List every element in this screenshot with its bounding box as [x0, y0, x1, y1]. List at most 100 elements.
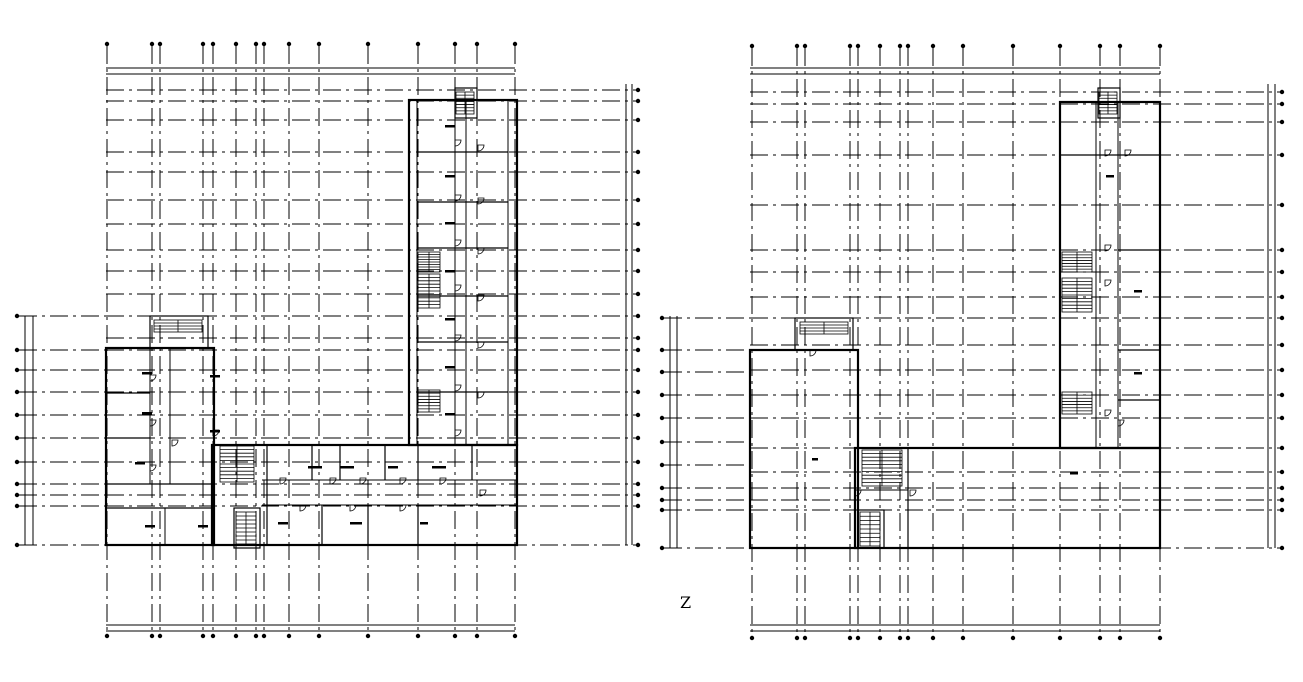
- grid-axis-bubble: [14, 459, 20, 465]
- right-east-wing: [1058, 87, 1162, 450]
- door-swing: [1104, 409, 1112, 417]
- grid-axis-bubble: [855, 43, 861, 49]
- grid-axis-bubble: [794, 43, 800, 49]
- door-swing: [479, 489, 487, 497]
- room-label: [445, 125, 455, 128]
- door-swing: [279, 477, 287, 485]
- right-floor-plan: [659, 43, 1285, 641]
- room-label: [198, 525, 208, 528]
- grid-axis-bubble: [1097, 635, 1103, 641]
- grid-axis-bubble: [104, 41, 110, 47]
- grid-axis-bubble: [474, 41, 480, 47]
- grid-axis-bubble: [1279, 152, 1285, 158]
- grid-axis-bubble: [1097, 43, 1103, 49]
- room-label: [145, 525, 155, 528]
- door-swing: [149, 419, 157, 427]
- right-grid-lines: [659, 43, 1285, 641]
- grid-axis-bubble: [635, 268, 641, 274]
- grid-axis-bubble: [635, 221, 641, 227]
- grid-axis-bubble: [1279, 315, 1285, 321]
- grid-axis-bubble: [14, 412, 20, 418]
- grid-axis-bubble: [659, 462, 665, 468]
- grid-axis-bubble: [659, 415, 665, 421]
- grid-axis-bubble: [635, 367, 641, 373]
- grid-axis-bubble: [1117, 43, 1123, 49]
- room-label: [445, 318, 455, 321]
- door-swing: [809, 349, 817, 357]
- north-mark: Z: [680, 593, 691, 612]
- room-label: [1070, 472, 1078, 475]
- room-label: [445, 222, 455, 225]
- grid-axis-bubble: [415, 633, 421, 639]
- grid-axis-bubble: [635, 412, 641, 418]
- grid-axis-bubble: [14, 347, 20, 353]
- grid-axis-bubble: [1279, 507, 1285, 513]
- grid-axis-bubble: [635, 197, 641, 203]
- grid-axis-bubble: [749, 43, 755, 49]
- grid-axis-bubble: [261, 41, 267, 47]
- grid-axis-bubble: [512, 633, 518, 639]
- grid-axis-bubble: [14, 481, 20, 487]
- grid-axis-bubble: [14, 503, 20, 509]
- room-label: [210, 430, 220, 433]
- grid-axis-bubble: [253, 633, 259, 639]
- room-label: [142, 372, 152, 375]
- door-swing: [454, 194, 462, 202]
- left-grid-lines: [14, 41, 641, 639]
- grid-axis-bubble: [512, 41, 518, 47]
- grid-axis-bubble: [316, 41, 322, 47]
- grid-axis-bubble: [1117, 635, 1123, 641]
- door-swing: [454, 334, 462, 342]
- door-swing: [454, 284, 462, 292]
- right-dimensions: [669, 67, 1276, 632]
- door-swing: [1104, 149, 1112, 157]
- door-swing: [439, 477, 447, 485]
- grid-axis-bubble: [635, 313, 641, 319]
- left-door-swings: [149, 139, 487, 512]
- room-label: [445, 413, 455, 416]
- grid-axis-bubble: [635, 247, 641, 253]
- grid-axis-bubble: [200, 41, 206, 47]
- door-swing: [171, 439, 179, 447]
- grid-axis-bubble: [659, 507, 665, 513]
- grid-axis-bubble: [1279, 469, 1285, 475]
- grid-axis-bubble: [1279, 415, 1285, 421]
- grid-axis-bubble: [802, 43, 808, 49]
- door-swing: [399, 504, 407, 512]
- door-swing: [149, 374, 157, 382]
- grid-axis-bubble: [635, 435, 641, 441]
- room-label: [1106, 175, 1114, 178]
- door-swing: [454, 239, 462, 247]
- grid-axis-bubble: [659, 392, 665, 398]
- grid-axis-bubble: [659, 497, 665, 503]
- grid-axis-bubble: [847, 43, 853, 49]
- grid-axis-bubble: [635, 98, 641, 104]
- grid-axis-bubble: [452, 41, 458, 47]
- grid-axis-bubble: [210, 41, 216, 47]
- grid-axis-bubble: [659, 315, 665, 321]
- door-swing: [454, 139, 462, 147]
- room-label: [210, 375, 220, 378]
- door-swing: [477, 391, 485, 399]
- grid-axis-bubble: [149, 41, 155, 47]
- room-label: [142, 412, 152, 415]
- grid-axis-bubble: [1010, 43, 1016, 49]
- grid-axis-bubble: [1279, 545, 1285, 551]
- right-stairs: [799, 91, 1118, 547]
- grid-axis-bubble: [157, 41, 163, 47]
- grid-axis-bubble: [157, 633, 163, 639]
- room-label: [1134, 290, 1142, 293]
- grid-axis-bubble: [905, 43, 911, 49]
- door-swing: [299, 504, 307, 512]
- grid-axis-bubble: [233, 41, 239, 47]
- room-label: [1134, 372, 1142, 375]
- grid-axis-bubble: [635, 503, 641, 509]
- room-label: [135, 462, 145, 465]
- door-swing: [399, 477, 407, 485]
- room-label: [308, 466, 322, 469]
- grid-axis-bubble: [233, 633, 239, 639]
- grid-axis-bubble: [635, 149, 641, 155]
- room-label: [432, 466, 446, 469]
- grid-axis-bubble: [14, 367, 20, 373]
- grid-axis-bubble: [877, 43, 883, 49]
